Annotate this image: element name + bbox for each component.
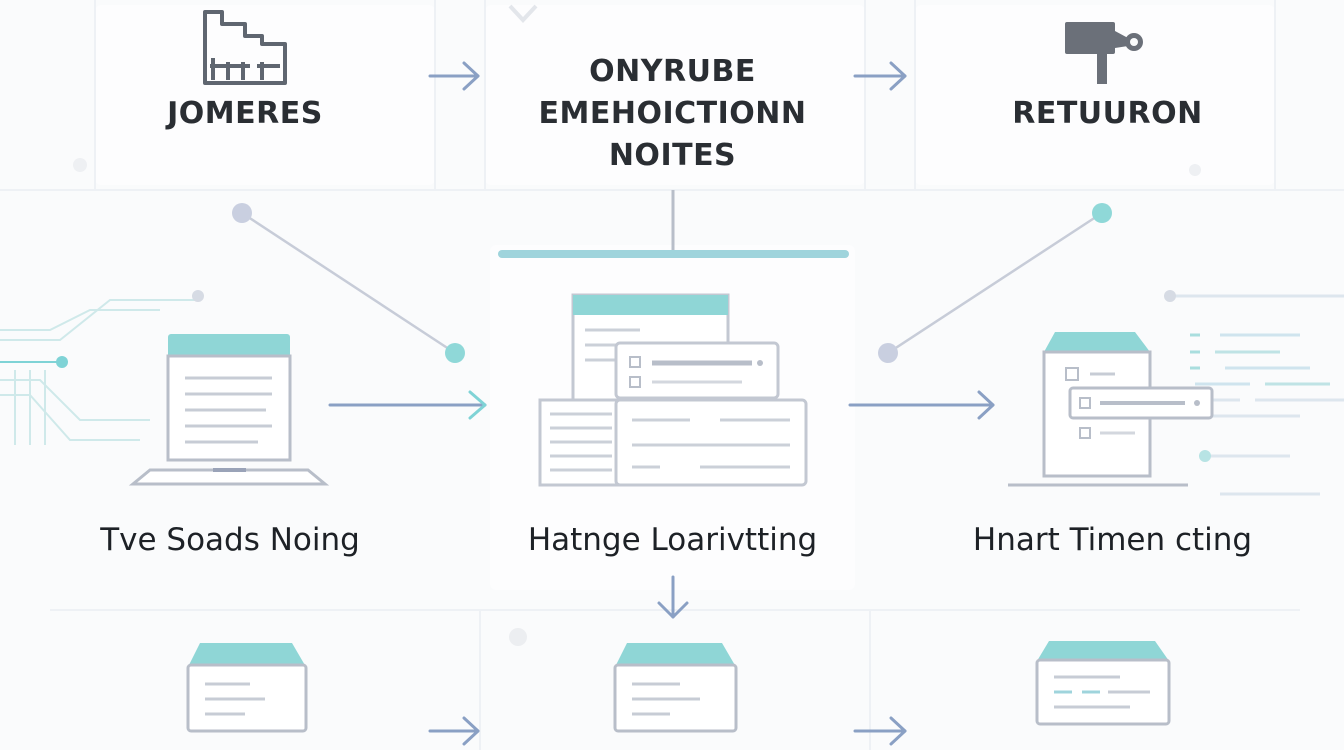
bottom-document-icon-center [613,643,738,733]
circuit-traces-right [1175,294,1344,496]
title-center-line2: EMEHOICTIONN [538,96,807,131]
stacked-windows-icon [538,293,808,487]
circuit-node-small [192,290,204,302]
circuit-node-right-small [1164,290,1176,302]
arrow-bottom-2 [853,716,907,746]
connector-right-diagonal [887,211,1103,355]
caption-center: Hatnge Loarivtting [527,522,818,558]
arrow-bottom-1 [428,716,480,746]
bottom-document-icon-left [186,643,308,733]
camera-icon [1065,22,1143,84]
title-left: JOMERES [167,96,323,131]
arrow-down-center [657,575,689,619]
laptop-icon [128,334,330,486]
background-panel-top-center [485,5,865,185]
caption-right: Hnart Timen cting [972,522,1253,558]
bottom-document-icon-right [1035,641,1171,726]
building-icon [203,10,287,85]
arrow-mid-1 [328,390,487,420]
arrow-mid-2 [848,390,995,420]
node-right-bottom [878,343,898,363]
arrow-top-1 [428,61,480,91]
node-left-top [232,203,252,223]
title-center-line3: NOITES [608,138,737,173]
circuit-traces-left [0,299,195,445]
node-left-bottom [445,343,465,363]
server-document-icon [1008,332,1214,487]
arrow-top-2 [853,61,907,91]
connector-left-diagonal [241,211,456,355]
background-panel-top-left [95,5,435,185]
circuit-node-right-teal [1199,450,1211,462]
node-right-top [1092,203,1112,223]
caption-left: Tve Soads Noing [100,522,360,558]
circuit-node-left [56,356,68,368]
title-center-line1: ONYRUBE [589,54,756,89]
title-right: RETUURON [1012,96,1203,131]
